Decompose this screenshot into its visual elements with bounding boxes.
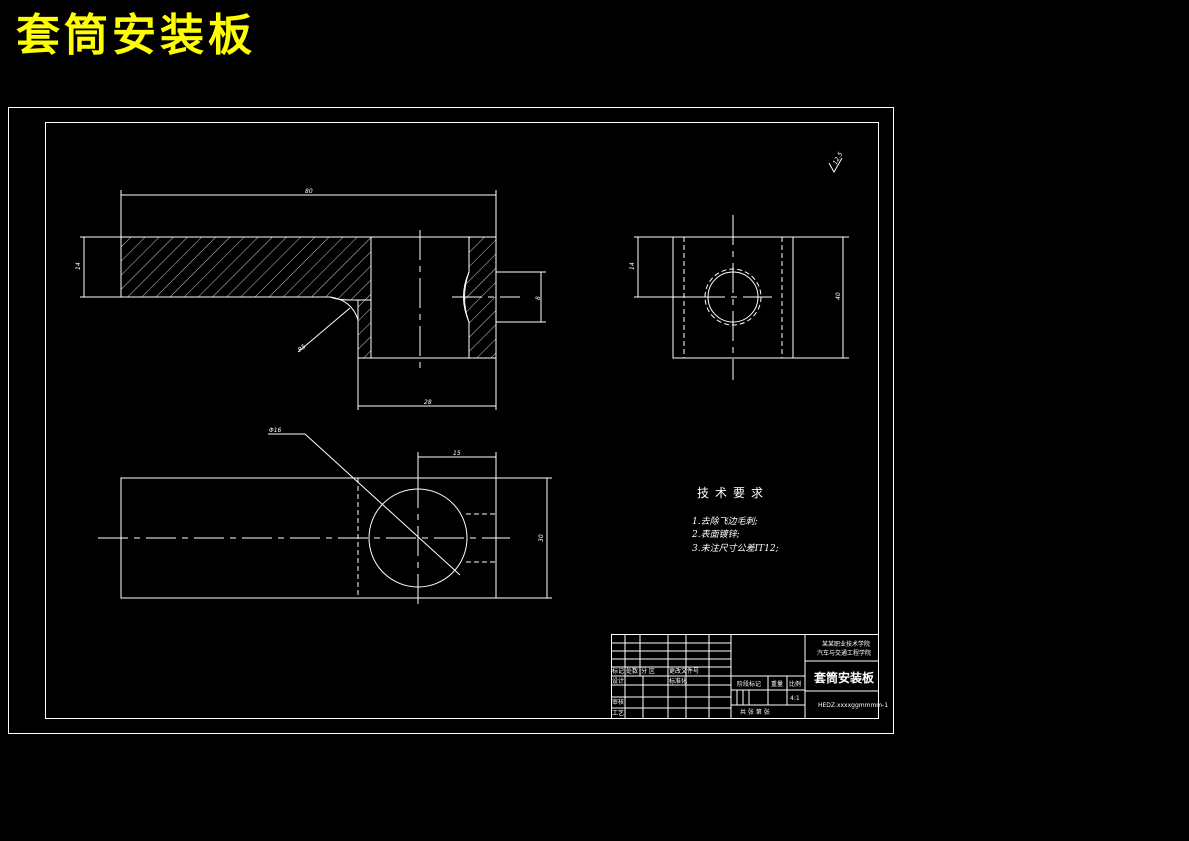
tb-process: 工艺 — [612, 709, 624, 717]
inner-frame — [45, 122, 879, 719]
tb-weight: 重量 — [771, 680, 783, 688]
dim-left-height: 14 — [75, 262, 82, 270]
front-section-view: 80 14 8 R5 28 — [75, 188, 546, 410]
requirement-item: 1.去除飞边毛刺; — [692, 516, 758, 527]
tb-count: 处数 — [626, 667, 638, 675]
dim-plan-diameter: Φ16 — [269, 427, 282, 434]
dim-side-width: 40 — [835, 292, 842, 300]
tb-change-doc: 更改文件号 — [669, 667, 699, 675]
tb-scale-label: 比例 — [789, 680, 801, 688]
outer-frame — [8, 107, 894, 734]
dim-side-height: 14 — [629, 262, 636, 270]
dim-right-hole: 8 — [535, 296, 542, 300]
tb-stage: 阶段标记 — [737, 680, 761, 688]
tb-school: 某某职业技术学院 — [822, 640, 870, 648]
requirements-heading: 技术要求 — [697, 486, 769, 500]
dim-bottom-width: 28 — [424, 399, 432, 406]
dim-top-length: 80 — [305, 188, 313, 195]
title-block: 某某职业技术学院 汽车与交通工程学院 套筒安装板 HEDZ.xxxxggmmmm… — [611, 634, 888, 719]
requirement-item: 3.未注尺寸公差IT12; — [692, 543, 779, 554]
roughness-symbol: 12.5 — [828, 151, 845, 174]
dim-radius: R5 — [297, 343, 308, 354]
technical-requirements: 技术要求 1.去除飞边毛刺; 2.表面镀锌; 3.未注尺寸公差IT12; — [691, 486, 779, 554]
tb-zone: 分 区 — [641, 667, 655, 675]
tb-drawing-no: HEDZ.xxxxggmmmm-1 — [818, 702, 888, 709]
requirement-item: 2.表面镀锌; — [691, 529, 740, 540]
tb-review: 审核 — [612, 698, 624, 706]
hatched-arm — [120, 236, 372, 301]
plan-view: Φ16 15 30 — [98, 427, 552, 608]
tb-standardize: 标准化 — [669, 677, 687, 685]
dim-plan-offset: 15 — [453, 450, 461, 457]
tb-part-name: 套筒安装板 — [813, 670, 875, 685]
tb-design: 设计 — [612, 677, 624, 685]
svg-text:12.5: 12.5 — [832, 151, 845, 166]
side-view: 14 40 — [629, 215, 849, 380]
drawing-title: 套筒安装板 — [16, 10, 256, 61]
tb-scale-value: 4:1 — [790, 695, 800, 702]
tb-dept: 汽车与交通工程学院 — [817, 649, 871, 657]
tb-mark: 标记 — [612, 667, 624, 675]
dim-plan-height: 30 — [538, 534, 545, 542]
tb-sheets: 共 张 第 张 — [740, 708, 770, 716]
